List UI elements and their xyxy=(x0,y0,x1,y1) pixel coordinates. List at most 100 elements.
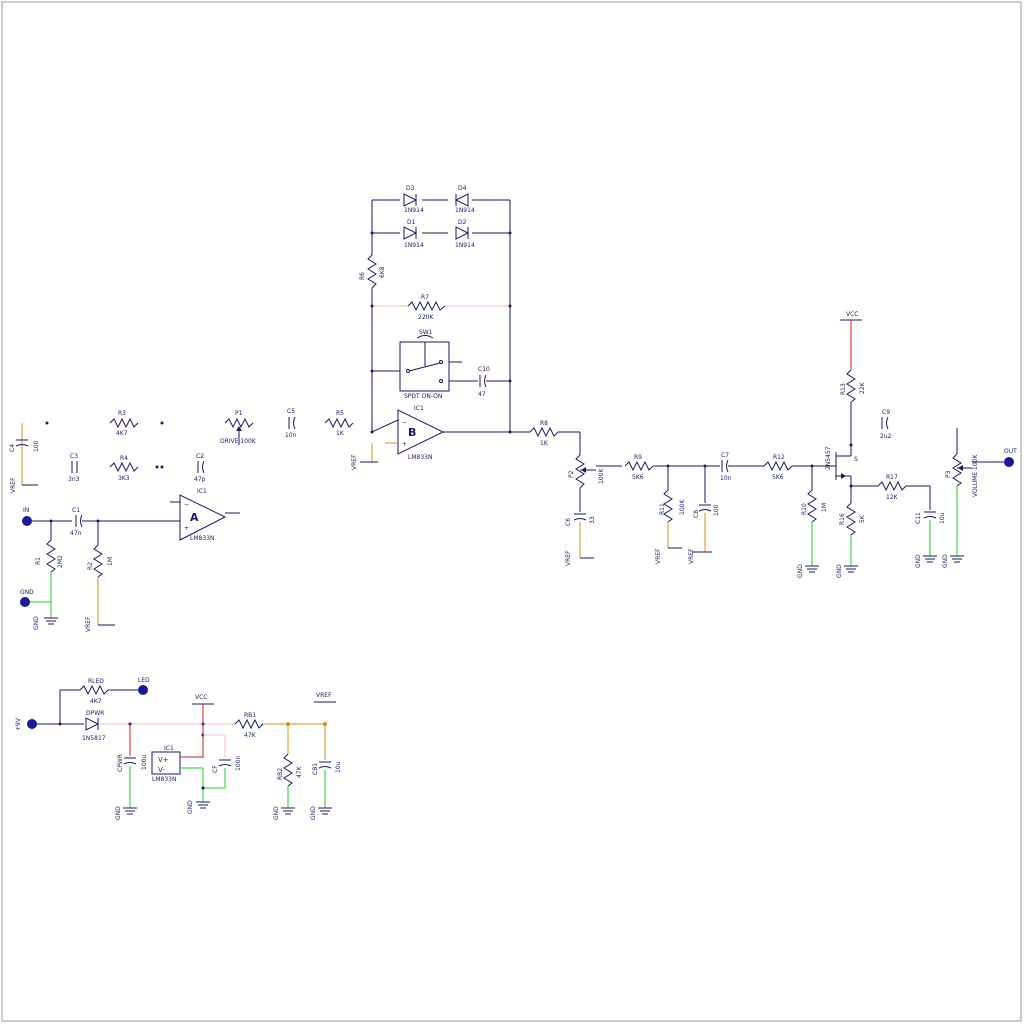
svg-text:R17: R17 xyxy=(886,474,898,481)
svg-text:C7: C7 xyxy=(721,452,729,459)
svg-text:C1: C1 xyxy=(72,507,80,514)
svg-text:1N914: 1N914 xyxy=(455,242,475,249)
svg-text:GND: GND xyxy=(915,554,922,568)
svg-text:6K8: 6K8 xyxy=(379,266,386,278)
opamp-ic1a[interactable]: A − + IC1 LM833N xyxy=(170,488,240,542)
svg-text:1N914: 1N914 xyxy=(404,242,424,249)
svg-text:CB1: CB1 xyxy=(312,763,319,775)
resistor-r16[interactable]: R16 5K xyxy=(839,502,866,536)
svg-text:VREF: VREF xyxy=(655,548,662,564)
svg-text:GND: GND xyxy=(115,806,122,820)
capacitor-c1[interactable]: C1 47n xyxy=(70,507,83,537)
svg-text:R2: R2 xyxy=(87,562,94,570)
diode-d2[interactable]: D2 1N914 xyxy=(455,219,475,249)
capacitor-c11[interactable]: C11 10u xyxy=(915,511,946,524)
resistor-r6[interactable]: R6 6K8 xyxy=(359,254,386,289)
resistor-r7[interactable]: R7 220K xyxy=(407,294,446,321)
switch-sw1[interactable]: SW1 SPDT ON-ON xyxy=(399,329,450,400)
resistor-rb1[interactable]: RB1 47K xyxy=(234,712,264,739)
pot-p2[interactable]: P2 100K xyxy=(568,454,605,489)
capacitor-c4[interactable]: C4 100 VREF xyxy=(9,423,40,493)
svg-text:+9V: +9V xyxy=(15,717,22,731)
opamp-ic1b[interactable]: B − + IC1 LM833N xyxy=(397,405,445,461)
svg-text:DPWR: DPWR xyxy=(86,710,104,717)
resistor-r13[interactable]: R13 22K xyxy=(840,369,866,403)
svg-text:GND: GND xyxy=(836,564,843,578)
diode-dpwr[interactable]: DPWR 1N5817 xyxy=(82,710,106,742)
svg-text:VCC: VCC xyxy=(846,311,858,318)
svg-text:R5: R5 xyxy=(336,410,344,417)
pot-p1[interactable]: P1 DRIVE 100K xyxy=(220,410,257,445)
capacitor-cpwr[interactable]: CPWR 100u xyxy=(117,754,148,772)
svg-text:220K: 220K xyxy=(418,314,434,321)
resistor-r12[interactable]: R12 5K6 xyxy=(763,454,793,481)
svg-text:47: 47 xyxy=(478,391,486,398)
resistor-r5[interactable]: R5 1K xyxy=(324,410,354,437)
svg-text:5K6: 5K6 xyxy=(632,474,644,481)
svg-text:47p: 47p xyxy=(194,476,206,483)
resistor-r17[interactable]: R17 12K xyxy=(877,474,907,501)
svg-text:VREF: VREF xyxy=(351,454,358,470)
resistor-r10[interactable]: R10 1M xyxy=(801,489,828,523)
ic1-supply[interactable]: IC1 V+ V- LM833N xyxy=(151,745,181,783)
svg-text:1N914: 1N914 xyxy=(455,207,475,214)
svg-text:R16: R16 xyxy=(839,513,846,525)
svg-text:C3: C3 xyxy=(70,453,78,460)
svg-text:10n: 10n xyxy=(720,475,732,482)
diode-d4[interactable]: D4 1N914 xyxy=(454,185,475,214)
svg-text:RB1: RB1 xyxy=(244,712,256,719)
resistor-r4[interactable]: R4 3K3 xyxy=(109,455,139,482)
svg-text:10u: 10u xyxy=(939,512,946,524)
svg-text:CF: CF xyxy=(212,765,219,773)
capacitor-c7[interactable]: C7 10n xyxy=(720,452,732,482)
svg-text:LED: LED xyxy=(138,677,150,684)
capacitor-c2[interactable]: C2 47p xyxy=(194,453,206,483)
capacitor-c5[interactable]: C5 10n xyxy=(285,408,297,439)
resistor-rb2[interactable]: RB2 47K xyxy=(277,753,303,787)
svg-text:R11: R11 xyxy=(659,503,666,515)
capacitor-cf[interactable]: CF 100n xyxy=(212,756,242,773)
diode-d3[interactable]: D3 1N914 xyxy=(403,185,424,214)
plus9v-port[interactable] xyxy=(27,719,37,729)
svg-text:LM833N: LM833N xyxy=(152,776,176,783)
svg-text:2N5457: 2N5457 xyxy=(825,446,832,470)
svg-text:SPDT ON-ON: SPDT ON-ON xyxy=(404,393,442,400)
resistor-r2[interactable]: R2 1M xyxy=(87,544,114,578)
resistor-r9[interactable]: R9 5K6 xyxy=(624,454,654,481)
svg-text:3K3: 3K3 xyxy=(118,475,130,482)
output-port[interactable] xyxy=(1004,457,1014,467)
svg-text:47n: 47n xyxy=(70,530,82,537)
resistor-r11[interactable]: R11 100K xyxy=(659,489,686,523)
capacitor-c10[interactable]: C10 47 xyxy=(478,366,490,398)
capacitor-c9[interactable]: C9 2u2 xyxy=(880,409,892,440)
svg-text:A: A xyxy=(190,511,199,524)
svg-text:10u: 10u xyxy=(335,761,342,773)
diode-d1[interactable]: D1 1N914 xyxy=(403,219,424,249)
led-port[interactable] xyxy=(138,685,148,695)
svg-text:GND: GND xyxy=(942,554,949,568)
resistor-r1[interactable]: R1 2M2 xyxy=(35,539,64,573)
capacitor-c6[interactable]: C6 33 xyxy=(565,513,596,526)
svg-text:−: − xyxy=(184,501,189,508)
capacitor-cb[interactable]: CB1 10u xyxy=(312,761,342,775)
gnd-port[interactable] xyxy=(20,597,30,607)
svg-text:IC1: IC1 xyxy=(197,488,207,495)
svg-text:R3: R3 xyxy=(118,410,126,417)
resistor-r8[interactable]: R8 1K xyxy=(529,420,559,447)
input-port[interactable] xyxy=(22,516,32,526)
resistor-rled[interactable]: RLED 4K7 xyxy=(79,678,109,705)
jfet-q1[interactable]: 2N5457 S xyxy=(825,446,858,480)
gnd-symbol: GND xyxy=(33,616,58,630)
svg-text:RB2: RB2 xyxy=(277,768,284,780)
svg-text:10n: 10n xyxy=(285,432,297,439)
svg-text:47K: 47K xyxy=(244,732,257,739)
resistor-r3[interactable]: R3 4K7 xyxy=(109,410,139,437)
svg-text:R9: R9 xyxy=(634,454,642,461)
input-section: IN C1 47n R1 2M2 GND GND xyxy=(9,421,180,632)
svg-text:100n: 100n xyxy=(235,756,242,771)
pot-p3[interactable]: P3 VOLUME 100K xyxy=(945,454,979,497)
capacitor-c3[interactable]: C3 3n3 xyxy=(68,453,80,483)
capacitor-c7b[interactable]: C8 100 xyxy=(693,504,720,518)
